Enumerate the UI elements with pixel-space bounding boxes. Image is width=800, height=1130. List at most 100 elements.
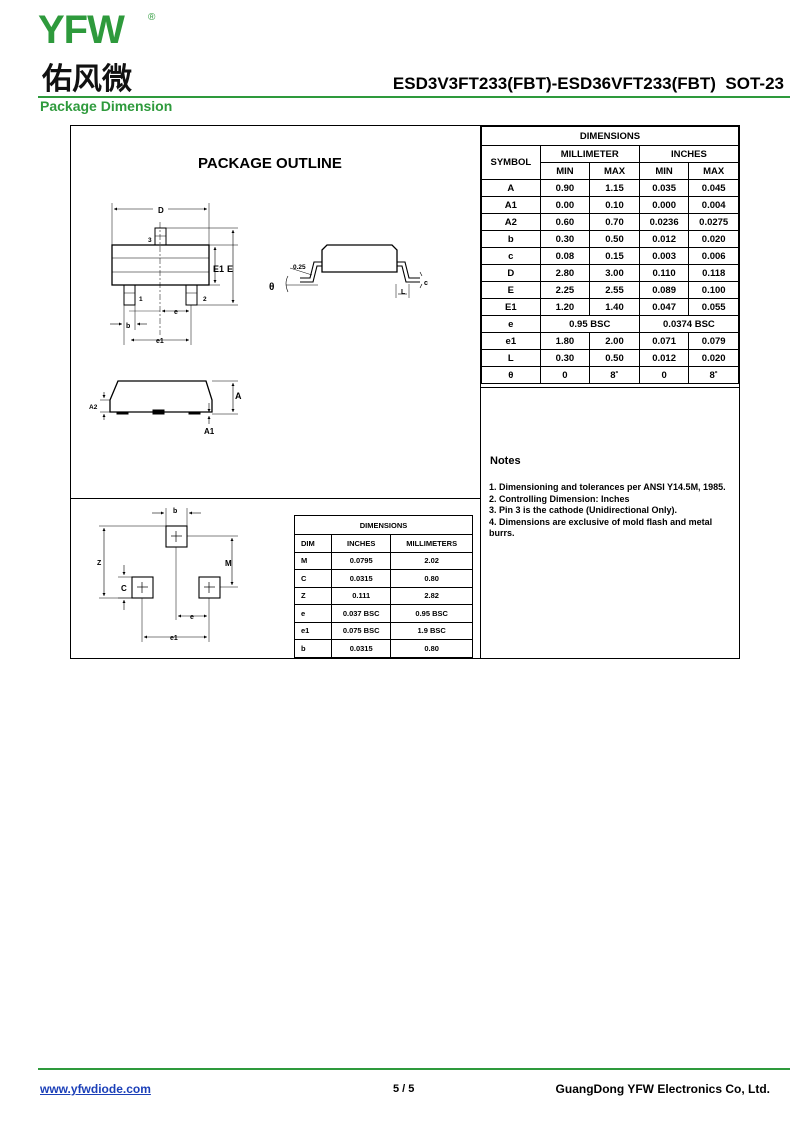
dimension-mm-max: 0.10 bbox=[589, 196, 640, 214]
dimension-mm-max: 2.55 bbox=[589, 281, 640, 299]
dimension-symbol: A bbox=[481, 179, 541, 197]
note-item: 1. Dimensioning and tolerances per ANSI … bbox=[489, 482, 726, 492]
dimension-in-max: 0.020 bbox=[688, 230, 739, 248]
dimension-in-min: 0.003 bbox=[638, 247, 690, 265]
dimension-in-max: 0.0275 bbox=[688, 213, 739, 231]
dimension-mm-max: 8˚ bbox=[589, 366, 640, 384]
label-pin3: 3 bbox=[148, 237, 152, 244]
dimension-in-max: 0.045 bbox=[688, 179, 739, 197]
fp-label-M: M bbox=[225, 559, 232, 568]
label-L: L bbox=[401, 289, 406, 296]
dimension-in-min: 0.035 bbox=[638, 179, 690, 197]
label-angle: 0.25 bbox=[293, 264, 306, 271]
fp-inches: 0.075 BSC bbox=[330, 621, 392, 640]
dimension-in-bsc: 0.0374 BSC bbox=[638, 315, 740, 333]
label-E1: E1 bbox=[213, 264, 224, 274]
dimension-symbol: e1 bbox=[481, 332, 541, 350]
in-min-header: MIN bbox=[638, 162, 690, 180]
document-title: ESD3V3FT233(FBT)-ESD36VFT233(FBT) SOT-23 bbox=[392, 74, 784, 93]
dimension-in-max: 8˚ bbox=[688, 366, 739, 384]
label-pin2: 2 bbox=[203, 296, 207, 303]
label-A1: A1 bbox=[204, 427, 215, 436]
dimension-symbol: c bbox=[481, 247, 541, 265]
fp-millimeters: 2.82 bbox=[390, 586, 473, 605]
fp-inches: 0.0315 bbox=[330, 639, 392, 658]
footprint-pad-2 bbox=[198, 576, 221, 599]
dimension-mm-min: 0.90 bbox=[539, 179, 591, 197]
dimension-in-max: 0.100 bbox=[688, 281, 739, 299]
millimeter-header: MILLIMETER bbox=[539, 145, 640, 163]
note-item: 4. Dimensions are exclusive of mold flas… bbox=[489, 516, 713, 539]
mm-min-header: MIN bbox=[539, 162, 591, 180]
dimension-symbol: θ bbox=[481, 366, 541, 384]
logo-registered-mark: ® bbox=[148, 12, 156, 23]
footprint-pad-3 bbox=[165, 525, 188, 548]
profile-view-body bbox=[321, 244, 398, 273]
dimension-in-min: 0.012 bbox=[638, 349, 690, 367]
in-max-header: MAX bbox=[688, 162, 739, 180]
dimensions-table: DIMENSIONS SYMBOL MILLIMETER INCHES MIN … bbox=[481, 126, 740, 384]
dimension-symbol: A2 bbox=[481, 213, 541, 231]
dimension-in-min: 0.089 bbox=[638, 281, 690, 299]
dimension-mm-max: 2.00 bbox=[589, 332, 640, 350]
company-logo: YFW ® 佑风微 bbox=[38, 8, 168, 97]
dimension-in-min: 0.0236 bbox=[638, 213, 690, 231]
fp-label-e1: e1 bbox=[170, 635, 178, 642]
dimension-symbol: E bbox=[481, 281, 541, 299]
label-A2: A2 bbox=[89, 404, 98, 411]
logo-text: YFW bbox=[38, 8, 125, 52]
fp-millimeters: 2.02 bbox=[390, 551, 473, 570]
fp-inches: 0.0795 bbox=[330, 551, 392, 570]
dimension-mm-max: 3.00 bbox=[589, 264, 640, 282]
fp-label-Z: Z bbox=[97, 560, 102, 567]
header-divider bbox=[38, 96, 790, 98]
dimension-symbol: e bbox=[481, 315, 541, 333]
dimension-mm-min: 1.80 bbox=[539, 332, 591, 350]
notes-title: Notes bbox=[490, 455, 521, 467]
fp-inches: 0.111 bbox=[330, 586, 392, 605]
fp-millimeters-header: MILLIMETERS bbox=[390, 534, 473, 553]
side-view-body bbox=[109, 380, 213, 413]
fp-dimensions-title: DIMENSIONS bbox=[294, 515, 473, 535]
dimension-symbol: b bbox=[481, 230, 541, 248]
dimension-mm-min: 0.30 bbox=[539, 230, 591, 248]
label-b: b bbox=[126, 323, 130, 330]
dimension-mm-max: 0.50 bbox=[589, 349, 640, 367]
note-item: 3. Pin 3 is the cathode (Unidirectional … bbox=[489, 505, 678, 515]
fp-label-C: C bbox=[121, 584, 127, 593]
label-theta: θ bbox=[269, 282, 274, 293]
fp-dim: e bbox=[294, 604, 332, 623]
fp-inches-header: INCHES bbox=[330, 534, 392, 553]
dimension-mm-min: 0.00 bbox=[539, 196, 591, 214]
dimension-in-min: 0.047 bbox=[638, 298, 690, 316]
dimension-in-min: 0.012 bbox=[638, 230, 690, 248]
table-bottom-rule bbox=[481, 387, 739, 388]
website-link[interactable]: www.yfwdiode.com bbox=[40, 1082, 151, 1096]
symbol-header: SYMBOL bbox=[481, 145, 541, 180]
dimension-symbol: L bbox=[481, 349, 541, 367]
dimension-in-max: 0.118 bbox=[688, 264, 739, 282]
mm-max-header: MAX bbox=[589, 162, 640, 180]
label-e1: e1 bbox=[156, 338, 164, 345]
package-outline-title: PACKAGE OUTLINE bbox=[198, 155, 342, 172]
section-title: Package Dimension bbox=[40, 98, 173, 114]
label-e: e bbox=[174, 309, 178, 316]
dimension-in-max: 0.055 bbox=[688, 298, 739, 316]
pin-1 bbox=[123, 284, 136, 306]
dimension-mm-min: 2.80 bbox=[539, 264, 591, 282]
